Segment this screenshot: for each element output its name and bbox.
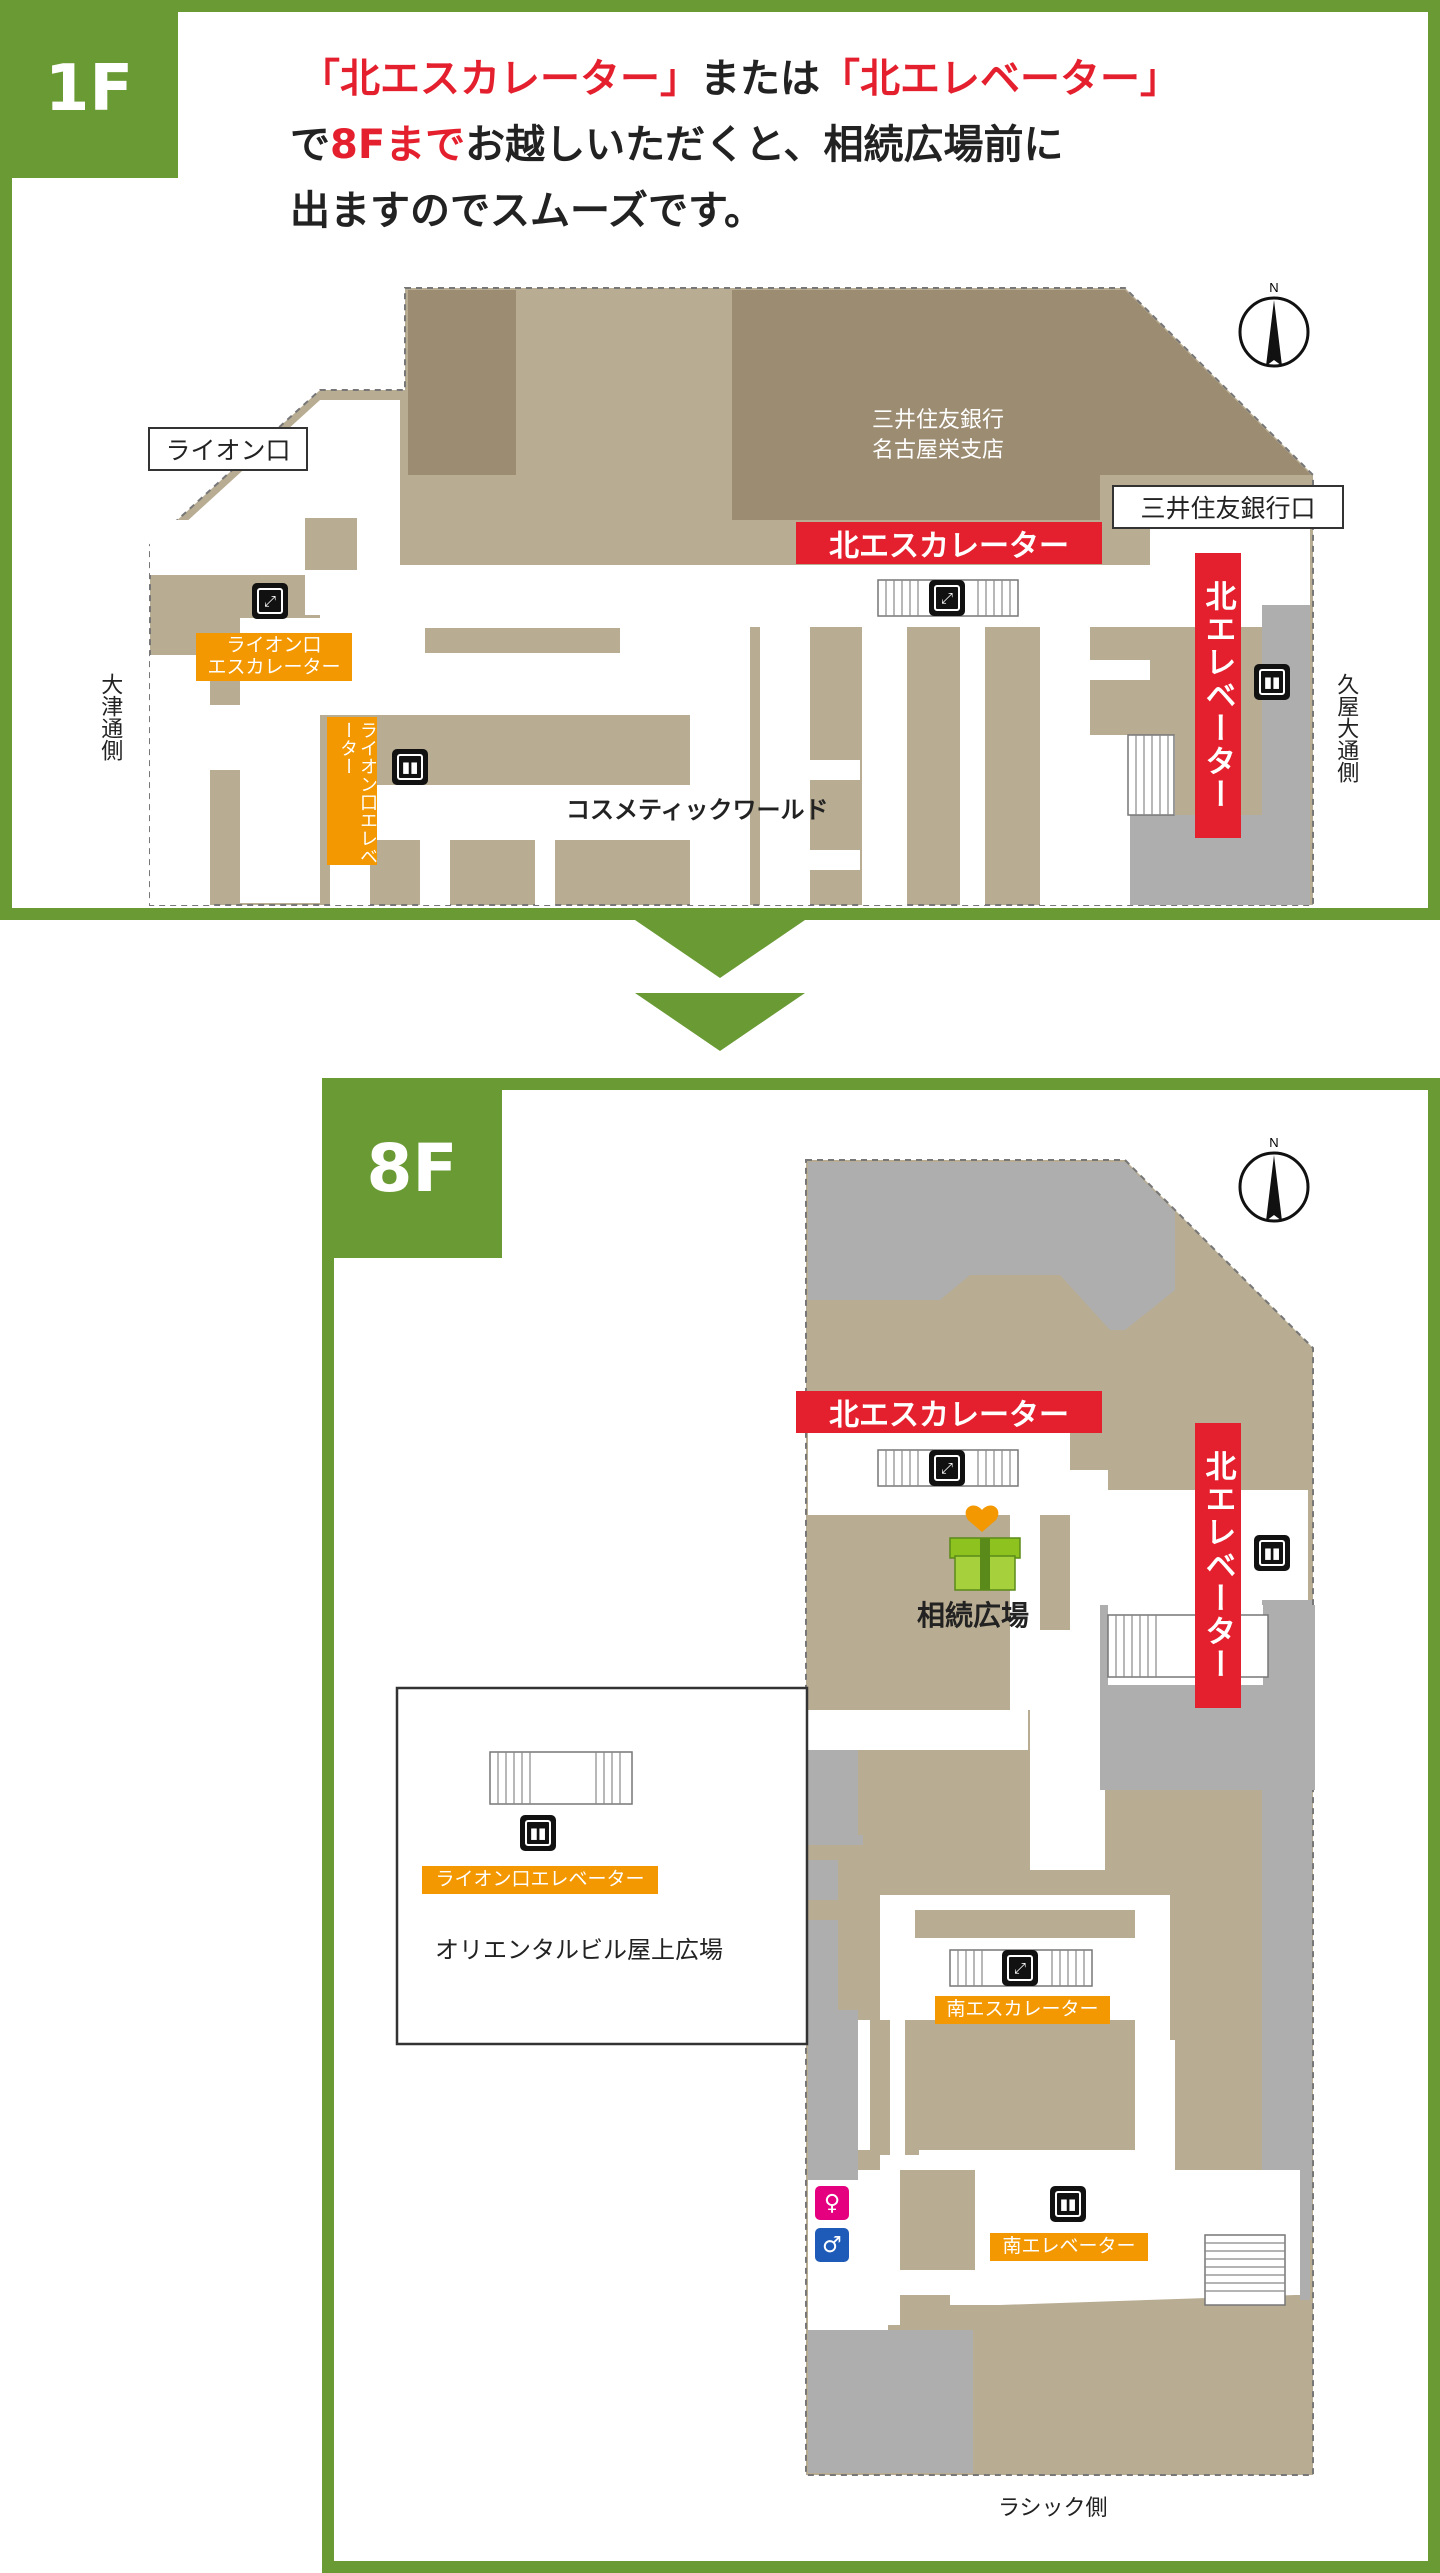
header-de: で xyxy=(290,122,330,168)
header-rest: お越しいただくと、相続広場前に xyxy=(465,122,1064,168)
header-or: または xyxy=(700,56,820,102)
north-arrow-8f: N xyxy=(1236,1135,1316,1239)
lion-elevator-label-8f: ライオン口エレベーター xyxy=(422,1866,658,1894)
north-arrow-1f: N xyxy=(1238,280,1310,368)
lion-escalator-label-l2: エスカレーター xyxy=(207,656,341,678)
lion-escalator-label: ライオン口 エスカレーター xyxy=(196,633,352,681)
north-elevator-label-1f: 北エレベーター xyxy=(1195,553,1241,838)
floor-1f-header-line1: 「北エスカレーター」または「北エレベーター」 xyxy=(300,50,1180,108)
otsu-street-side: 大津通側 xyxy=(97,673,123,761)
escalator-icon: ⤢ xyxy=(929,580,965,616)
north-elevator-label-8f: 北エレベーター xyxy=(1195,1423,1241,1708)
south-escalator-label: 南エスカレーター xyxy=(935,1996,1110,2024)
elevator-icon: ▮▮ xyxy=(1254,1535,1290,1571)
north-elevator-emphasis: 「北エレベーター」 xyxy=(820,56,1180,102)
lion-elevator-label-1f: ライオン口エレベーター xyxy=(327,717,378,865)
stairs-8f-south xyxy=(1204,2234,1286,2306)
mitsui-bank-branch: 名古屋栄支店 xyxy=(872,438,1005,463)
mitsui-bank-gate-label: 三井住友銀行口 xyxy=(1112,485,1344,529)
inheritance-plaza-label: 相続広場 xyxy=(917,1599,1030,1632)
lachic-side-label: ラシック側 xyxy=(998,2496,1108,2521)
cosmetic-world-label: コスメティックワールド xyxy=(566,796,829,824)
gift-heart-icon xyxy=(949,1505,1021,1591)
female-restroom-icon: ♀ xyxy=(815,2186,849,2220)
stairs-oriental xyxy=(489,1751,633,1805)
south-elevator-label: 南エレベーター xyxy=(990,2233,1148,2261)
north-mark-8f: N xyxy=(1269,1135,1278,1150)
escalator-icon: ⤢ xyxy=(1002,1950,1038,1986)
floor-1f-header-line2: で8Fまでお越しいただくと、相続広場前に xyxy=(290,116,1064,174)
down-arrow-upper xyxy=(635,920,805,978)
north-escalator-emphasis: 「北エスカレーター」 xyxy=(300,56,700,102)
store-block xyxy=(408,290,516,475)
elevator-icon: ▮▮ xyxy=(1050,2186,1086,2222)
hisaya-street-side: 久屋大通側 xyxy=(1333,673,1359,783)
floor-1f-header-line3: 出ますのでスムーズです。 xyxy=(290,188,764,234)
down-arrow-lower xyxy=(635,993,805,1051)
escalator-icon: ⤢ xyxy=(252,583,288,619)
stairs-8f-north xyxy=(1107,1614,1269,1678)
elevator-icon: ▮▮ xyxy=(1254,664,1290,700)
north-mark-1f: N xyxy=(1269,280,1278,295)
floor-1f-tag: 1F xyxy=(0,0,178,178)
male-restroom-icon: ♂ xyxy=(815,2228,849,2262)
oriental-rooftop-label: オリエンタルビル屋上広場 xyxy=(435,1936,723,1964)
escalator-icon: ⤢ xyxy=(929,1450,965,1486)
stairs-1f xyxy=(1127,734,1175,816)
bank-block xyxy=(732,290,1311,520)
north-escalator-label-8f: 北エスカレーター xyxy=(796,1391,1102,1433)
elevator-icon: ▮▮ xyxy=(520,1815,556,1851)
to-8f-emphasis: 8Fまで xyxy=(330,122,466,168)
lion-gate-label: ライオン口 xyxy=(148,427,308,471)
elevator-icon: ▮▮ xyxy=(392,749,428,785)
floor-8f-tag: 8F xyxy=(322,1078,502,1258)
lion-escalator-label-l1: ライオン口 xyxy=(226,634,322,657)
north-escalator-label-1f: 北エスカレーター xyxy=(796,522,1102,564)
mitsui-bank-name: 三井住友銀行 xyxy=(872,408,1005,433)
